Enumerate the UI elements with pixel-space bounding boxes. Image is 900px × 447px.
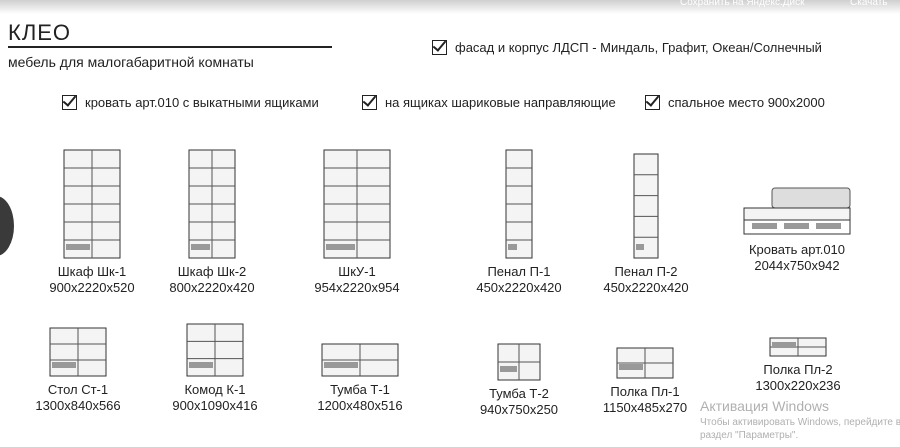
furniture-drawing-icon (633, 153, 659, 259)
subtitle: мебель для малогабаритной комнаты (8, 54, 254, 70)
item-size: 1200х480х516 (317, 398, 403, 413)
furniture-drawing-icon (186, 323, 244, 377)
item-name: Тумба Т-2 (489, 386, 549, 401)
item-name: ШкУ-1 (338, 264, 376, 279)
checkbox-icon (645, 95, 660, 110)
windows-watermark-text: Чтобы активировать Windows, перейдите в р… (700, 416, 900, 442)
item-name: Тумба Т-1 (330, 382, 390, 397)
item-size: 900х1090х416 (172, 398, 258, 413)
furniture-drawing-icon (49, 327, 107, 377)
prev-arrow-button[interactable] (0, 196, 14, 256)
furniture-drawing-icon (497, 343, 541, 381)
furniture-drawing-icon (616, 347, 674, 379)
feature-item: на ящиках шариковые направляющие (362, 95, 616, 110)
feature-item: фасад и корпус ЛДСП - Миндаль, Графит, О… (432, 40, 822, 55)
item-size: 800х2220х420 (169, 280, 255, 295)
feature-item: кровать арт.010 с выкатными ящиками (62, 95, 319, 110)
furniture-drawing-icon (323, 149, 391, 259)
save-to-disk-link[interactable]: Сохранить на Яндекс.Диск (680, 0, 805, 8)
download-link[interactable]: Скачать (850, 0, 888, 8)
item-name: Стол Ст-1 (47, 382, 109, 397)
item-size: 954х2220х954 (314, 280, 400, 295)
checkbox-icon (432, 40, 447, 55)
furniture-drawing-icon (188, 149, 236, 259)
item-name: Шкаф Шк-2 (177, 264, 247, 279)
furniture-drawing-icon (743, 187, 851, 235)
item-size: 940х750х250 (479, 402, 559, 417)
feature-text: кровать арт.010 с выкатными ящиками (85, 95, 319, 110)
item-size: 450х2220х420 (476, 280, 562, 295)
item-size: 1300х840х566 (35, 398, 121, 413)
watermark-line: раздел "Параметры". (700, 430, 799, 441)
feature-text: спальное место 900х2000 (668, 95, 825, 110)
top-bar: Сохранить на Яндекс.Диск Скачать (0, 0, 900, 14)
item-name: Кровать арт.010 (748, 242, 846, 257)
watermark-line: Чтобы активировать Windows, перейдите в (700, 417, 900, 428)
feature-item: спальное место 900х2000 (645, 95, 825, 110)
feature-text: фасад и корпус ЛДСП - Миндаль, Графит, О… (455, 40, 822, 55)
item-name: Полка Пл-2 (763, 362, 833, 377)
item-size: 2044х750х942 (754, 258, 840, 273)
page-title: КЛЕО (8, 20, 72, 45)
item-name: Пенал П-1 (487, 264, 551, 279)
item-name: Комод К-1 (184, 382, 246, 397)
furniture-drawing-icon (321, 343, 399, 377)
furniture-drawing-icon (769, 337, 827, 357)
item-name: Шкаф Шк-1 (57, 264, 127, 279)
windows-watermark-title: Активация Windows (700, 398, 830, 414)
feature-text: на ящиках шариковые направляющие (385, 95, 616, 110)
furniture-drawing-icon (505, 149, 533, 259)
divider (8, 46, 332, 48)
checkbox-icon (362, 95, 377, 110)
furniture-drawing-icon (63, 149, 121, 259)
checkbox-icon (62, 95, 77, 110)
item-size: 1150х485х270 (602, 400, 688, 415)
item-size: 1300х220х236 (755, 378, 841, 393)
item-size: 900х2220х520 (49, 280, 135, 295)
item-size: 450х2220х420 (603, 280, 689, 295)
item-name: Полка Пл-1 (610, 384, 680, 399)
item-name: Пенал П-2 (614, 264, 678, 279)
